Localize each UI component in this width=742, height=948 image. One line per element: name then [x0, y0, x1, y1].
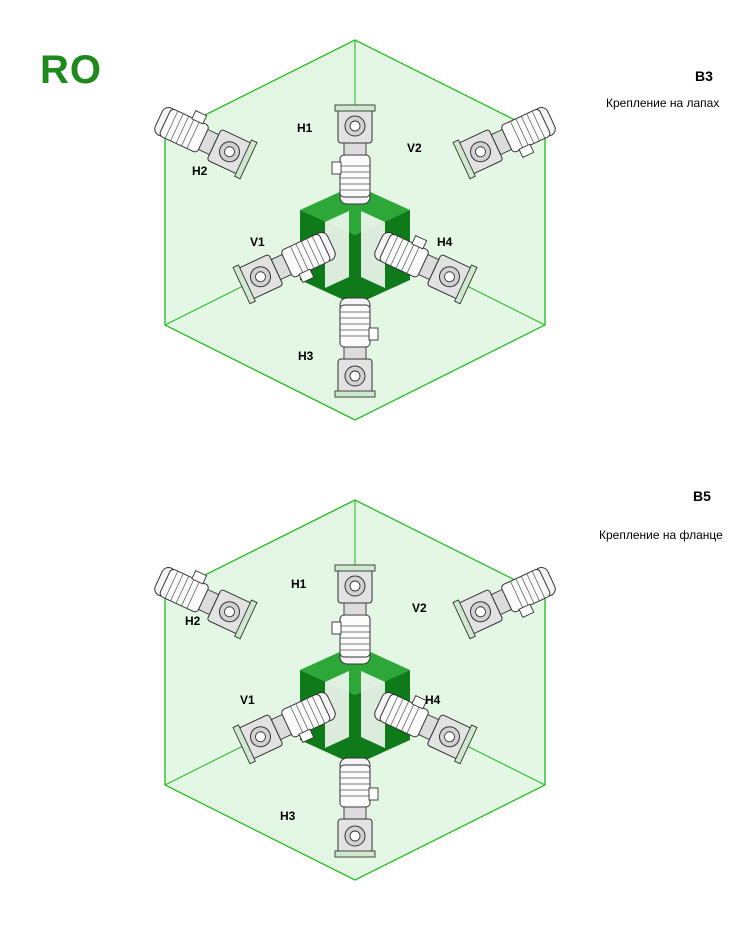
position-label-h1: H1 — [291, 577, 307, 591]
position-label-h1: H1 — [297, 121, 313, 135]
position-label-h2: H2 — [192, 164, 208, 178]
position-label-h2: H2 — [185, 614, 201, 628]
mounting-caption-b5: Крепление на фланце — [599, 528, 723, 542]
cube-diagram-b3: H1 H2 H3 H4 V1 V2 — [150, 40, 561, 420]
position-label-h4: H4 — [437, 235, 453, 249]
position-label-v2: V2 — [412, 601, 427, 615]
position-label-v1: V1 — [240, 693, 255, 707]
position-label-v2: V2 — [407, 141, 422, 155]
position-label-h4: H4 — [425, 693, 441, 707]
position-label-h3: H3 — [298, 349, 314, 363]
mounting-caption-b3: Крепление на лапах — [606, 96, 720, 110]
mounting-code-b5: B5 — [693, 488, 711, 504]
position-label-h3: H3 — [280, 809, 296, 823]
cube-diagram-b5: H1 H2 H3 H4 V1 V2 — [150, 500, 561, 880]
mounting-code-b3: B3 — [695, 68, 713, 84]
position-label-v1: V1 — [250, 235, 265, 249]
brand-logo: RO — [40, 48, 102, 92]
